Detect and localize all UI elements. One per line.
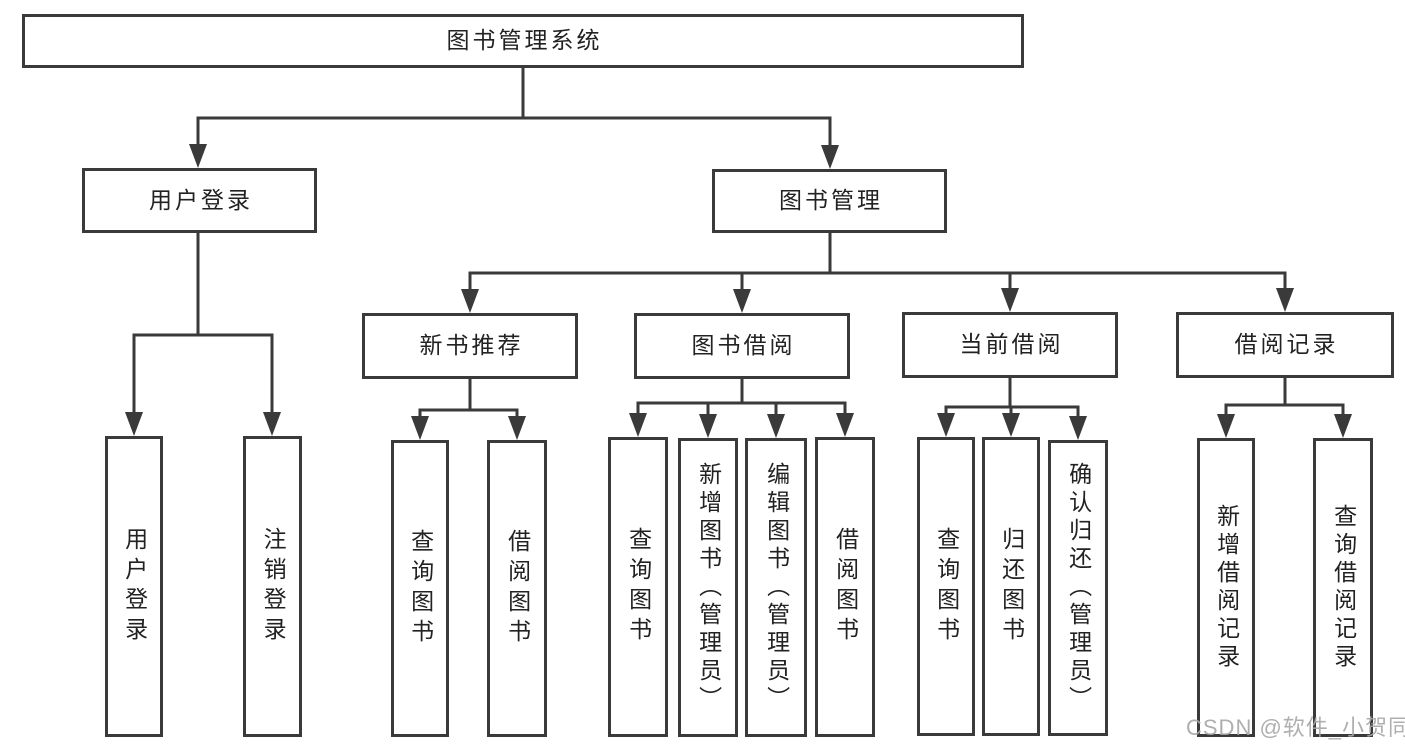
node-label-leaf-logout: 注销登录 (260, 526, 287, 647)
node-label-leaf-confirm-return-admin: 确认归还（管理员） (1065, 462, 1092, 714)
arrowhead-icon (1276, 288, 1294, 312)
node-label-leaf-query-books-3: 查询图书 (933, 526, 960, 647)
arrowhead-icon (263, 412, 281, 436)
node-label-leaf-add-borrow-record: 新增借阅记录 (1213, 503, 1240, 672)
node-label-current-borrowing: 当前借阅 (959, 331, 1064, 358)
arrowhead-icon (1001, 288, 1019, 312)
node-root: 图书管理系统 (22, 14, 1024, 68)
arrowhead-icon (461, 289, 479, 313)
node-label-leaf-query-borrow-record: 查询借阅记录 (1330, 503, 1357, 672)
arrowhead-icon (699, 414, 717, 438)
node-leaf-query-borrow-record: 查询借阅记录 (1313, 438, 1373, 737)
node-leaf-borrow-books-1: 借阅图书 (487, 440, 547, 737)
arrowhead-icon (629, 413, 647, 437)
arrowhead-icon (1217, 414, 1235, 438)
node-user-login: 用户登录 (82, 168, 317, 233)
watermark: CSDN @软件_小贺同学 (1186, 715, 1405, 740)
node-leaf-edit-book-admin: 编辑图书（管理员） (745, 438, 807, 737)
node-borrow-records: 借阅记录 (1176, 312, 1394, 378)
arrowhead-icon (836, 413, 854, 437)
connector-root-to-level1 (196, 66, 832, 153)
connector-book-management-children (468, 231, 1287, 297)
node-label-leaf-borrow-books-2: 借阅图书 (832, 527, 859, 647)
node-label-leaf-return-book: 归还图书 (998, 526, 1025, 647)
node-label-leaf-add-book-admin: 新增图书（管理员） (695, 461, 722, 714)
node-new-book-recommend: 新书推荐 (362, 313, 578, 379)
node-book-management: 图书管理 (712, 169, 947, 233)
node-label-root: 图书管理系统 (446, 27, 603, 54)
node-label-leaf-edit-book-admin: 编辑图书（管理员） (763, 461, 790, 714)
connector-new-book-recommend-children (418, 377, 519, 424)
node-leaf-user-login: 用户登录 (105, 436, 163, 737)
node-label-leaf-query-books-2: 查询图书 (625, 527, 652, 647)
node-leaf-add-borrow-record: 新增借阅记录 (1197, 438, 1255, 737)
node-leaf-query-books-2: 查询图书 (608, 437, 668, 737)
arrowhead-icon (937, 413, 955, 437)
arrowhead-icon (508, 416, 526, 440)
arrowhead-icon (1069, 416, 1087, 440)
node-label-book-borrowing: 图书借阅 (691, 332, 796, 359)
node-leaf-return-book: 归还图书 (982, 437, 1040, 736)
arrowhead-icon (767, 414, 785, 438)
node-label-user-login: 用户登录 (149, 186, 253, 213)
node-leaf-logout: 注销登录 (243, 436, 302, 737)
arrowhead-icon (189, 144, 207, 168)
node-label-leaf-borrow-books-1: 借阅图书 (504, 528, 531, 649)
node-leaf-add-book-admin: 新增图书（管理员） (678, 438, 738, 737)
arrowhead-icon (411, 416, 429, 440)
node-current-borrowing: 当前借阅 (902, 312, 1118, 378)
node-leaf-query-books-1: 查询图书 (391, 440, 449, 737)
node-leaf-borrow-books-2: 借阅图书 (815, 437, 875, 737)
arrowhead-icon (1002, 413, 1020, 437)
arrowhead-icon (733, 289, 751, 313)
node-book-borrowing: 图书借阅 (634, 313, 850, 379)
node-label-book-management: 图书管理 (779, 187, 883, 214)
arrowhead-icon (1334, 414, 1352, 438)
connector-user-login-children (132, 231, 274, 420)
arrowhead-icon (821, 145, 839, 169)
node-leaf-confirm-return-admin: 确认归还（管理员） (1048, 440, 1108, 736)
node-label-leaf-user-login: 用户登录 (121, 526, 148, 647)
connector-borrow-records-children (1224, 376, 1345, 422)
node-label-leaf-query-books-1: 查询图书 (407, 528, 434, 649)
node-label-borrow-records: 借阅记录 (1234, 331, 1339, 358)
node-leaf-query-books-3: 查询图书 (917, 437, 975, 736)
arrowhead-icon (125, 412, 143, 436)
connector-book-borrowing-children (636, 377, 847, 422)
node-label-new-book-recommend: 新书推荐 (419, 332, 524, 359)
